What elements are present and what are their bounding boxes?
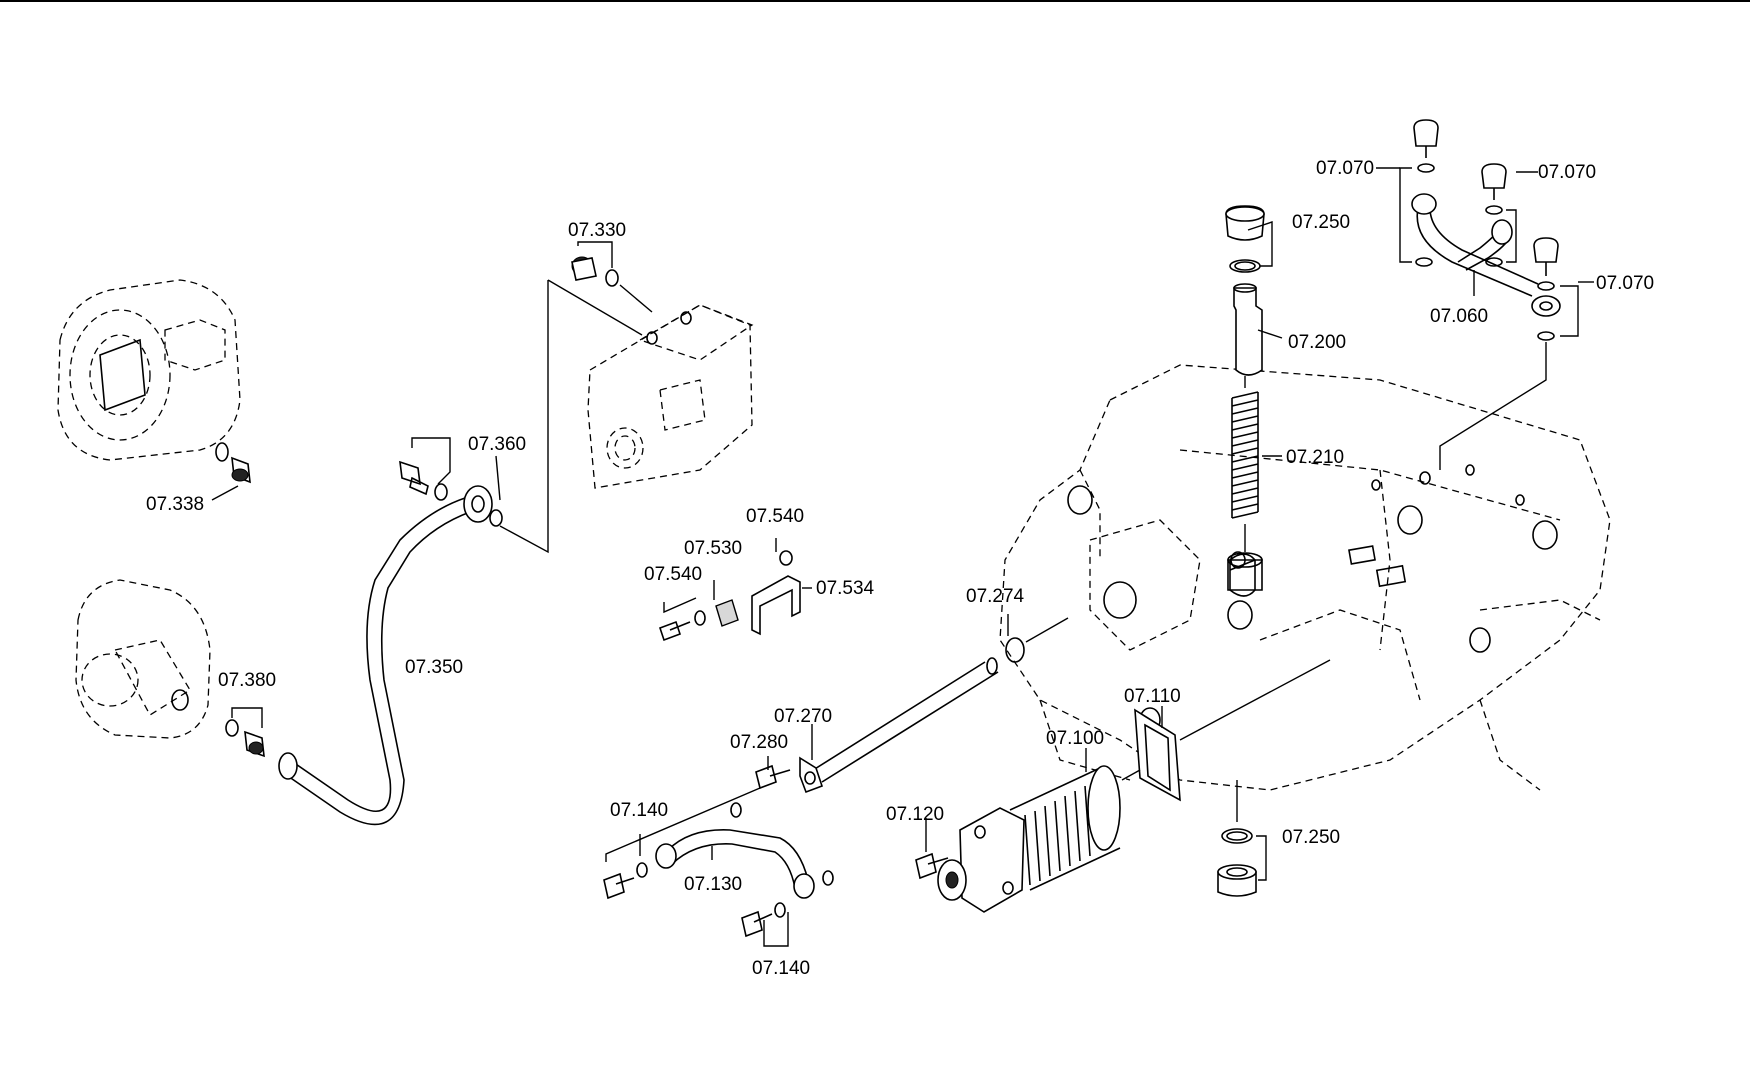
plug-07-250-lower (1217, 780, 1267, 897)
label-07-250-lower: 07.250 (1282, 827, 1340, 848)
filter-ribs (1024, 785, 1091, 886)
label-07-540-left: 07.540 (644, 564, 702, 585)
label-07-100: 07.100 (1046, 728, 1104, 749)
label-07-070-right: 07.070 (1596, 273, 1654, 294)
label-07-140-lower: 07.140 (752, 958, 810, 979)
label-07-250-upper: 07.250 (1292, 212, 1350, 233)
label-07-380: 07.380 (218, 670, 276, 691)
plug-07-330 (499, 241, 653, 554)
label-07-130: 07.130 (684, 874, 742, 895)
label-07-534: 07.534 (816, 578, 875, 599)
bolts-07-070 (1376, 119, 1594, 470)
label-07-540-right: 07.540 (746, 506, 804, 527)
label-07-110: 07.110 (1124, 686, 1181, 707)
label-07-270: 07.270 (774, 706, 832, 727)
callout-labels: 07.330 07.338 07.360 07.350 07.380 07.54… (146, 158, 1654, 979)
flywheel-housing (57, 279, 241, 461)
label-07-200: 07.200 (1288, 332, 1346, 353)
banjo-bolt-07-360 (399, 437, 503, 527)
label-07-140-upper: 07.140 (610, 800, 668, 821)
label-07-060: 07.060 (1430, 306, 1488, 327)
cover-housing (75, 579, 211, 739)
pipe-07-060 (1411, 193, 1561, 317)
bolt-07-280 (755, 756, 791, 790)
label-07-330: 07.330 (568, 220, 626, 241)
shaft-07-270 (799, 614, 1069, 794)
label-07-070-left: 07.070 (1316, 158, 1374, 179)
pipe-07-130 (603, 787, 834, 947)
label-07-274: 07.274 (966, 586, 1025, 607)
valve-block (587, 304, 754, 489)
label-07-120: 07.120 (886, 804, 944, 825)
spring-07-210 (1231, 391, 1259, 519)
valve-stack (1225, 205, 1283, 591)
label-07-338: 07.338 (146, 494, 204, 515)
label-07-530: 07.530 (684, 538, 742, 559)
label-07-070-mid: 07.070 (1538, 162, 1596, 183)
label-07-360: 07.360 (468, 434, 526, 455)
pipe-07-350 (278, 485, 493, 826)
label-07-210: 07.210 (1286, 447, 1344, 468)
label-07-350: 07.350 (405, 657, 463, 678)
bracket-group (658, 538, 812, 642)
main-housing (999, 364, 1611, 791)
fitting-07-380 (225, 707, 265, 758)
plug-07-338 (211, 442, 251, 501)
label-07-280: 07.280 (730, 732, 788, 753)
filter-07-100 (915, 659, 1331, 913)
